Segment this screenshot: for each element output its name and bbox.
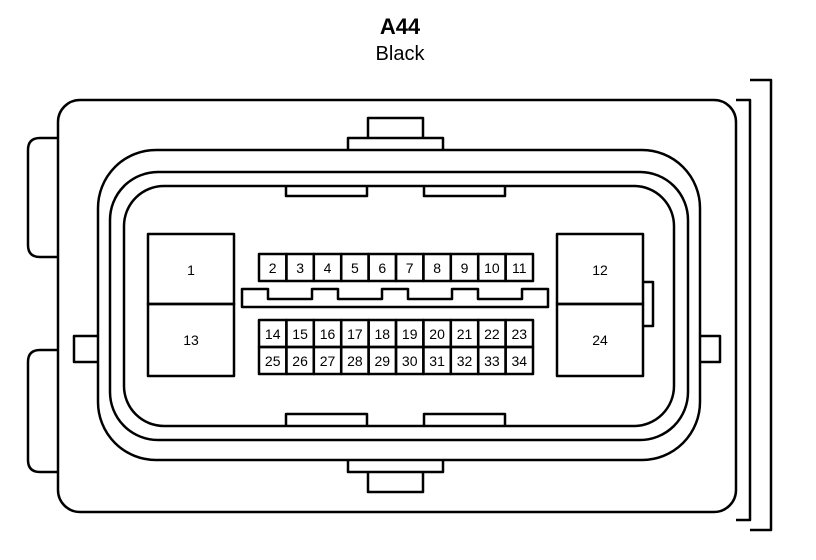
pin-label: 31 — [429, 353, 445, 369]
outer-housing — [56, 98, 738, 514]
pin-label: 4 — [324, 260, 332, 276]
pin-label: 25 — [265, 353, 281, 369]
left-latch-bottom — [26, 348, 58, 474]
terminal-lock-ridge — [240, 287, 550, 309]
pin-label: 6 — [378, 260, 386, 276]
pin-label: 29 — [375, 353, 391, 369]
pin-label: 34 — [512, 353, 528, 369]
pin-label: 11 — [512, 260, 527, 276]
pin-label: 19 — [402, 326, 418, 342]
pin-label: 28 — [347, 353, 363, 369]
pin-label: 15 — [292, 326, 308, 342]
pin-label: 12 — [592, 262, 608, 278]
connector-color: Black — [375, 43, 425, 65]
pin-label: 5 — [351, 260, 359, 276]
pin-label: 33 — [484, 353, 500, 369]
pin-label: 30 — [402, 353, 418, 369]
pin-label: 17 — [347, 326, 363, 342]
pin-label: 27 — [320, 353, 336, 369]
large-pin-group: 1 12 13 24 — [146, 232, 655, 378]
pin-label: 20 — [429, 326, 445, 342]
pin-label: 32 — [457, 353, 473, 369]
pin-label: 18 — [375, 326, 391, 342]
pin-label: 8 — [433, 260, 441, 276]
left-latch-top — [26, 136, 58, 259]
pin-label: 10 — [484, 260, 500, 276]
pin-label: 7 — [406, 260, 414, 276]
rear-flange — [736, 78, 773, 532]
pin-label: 24 — [592, 332, 608, 348]
pin-cell — [504, 345, 535, 376]
pin-label: 1 — [187, 262, 195, 278]
pin-label: 16 — [320, 326, 336, 342]
pin-label: 21 — [457, 326, 473, 342]
left-locating-tab — [72, 334, 98, 364]
pin-label: 26 — [292, 353, 308, 369]
pin-label: 13 — [183, 332, 199, 348]
guide-rails — [284, 186, 507, 426]
pin-label: 2 — [269, 260, 277, 276]
top-key-tab — [346, 116, 445, 150]
pin-label: 23 — [512, 326, 528, 342]
shroud-inner-wall — [108, 170, 690, 442]
pin-label: 3 — [296, 260, 304, 276]
pin-cell — [504, 252, 535, 283]
pin-label: 9 — [461, 260, 469, 276]
pin-cell — [555, 302, 645, 378]
pin-label: 14 — [265, 326, 281, 342]
side-notch — [643, 280, 655, 328]
pin-cell — [146, 302, 236, 378]
connector-id: A44 — [379, 14, 421, 39]
shroud-outer-wall — [96, 148, 702, 462]
shroud-cavity — [122, 184, 676, 428]
bottom-key-tab — [346, 460, 445, 494]
pin-label: 22 — [484, 326, 500, 342]
right-locating-tab — [700, 334, 722, 364]
